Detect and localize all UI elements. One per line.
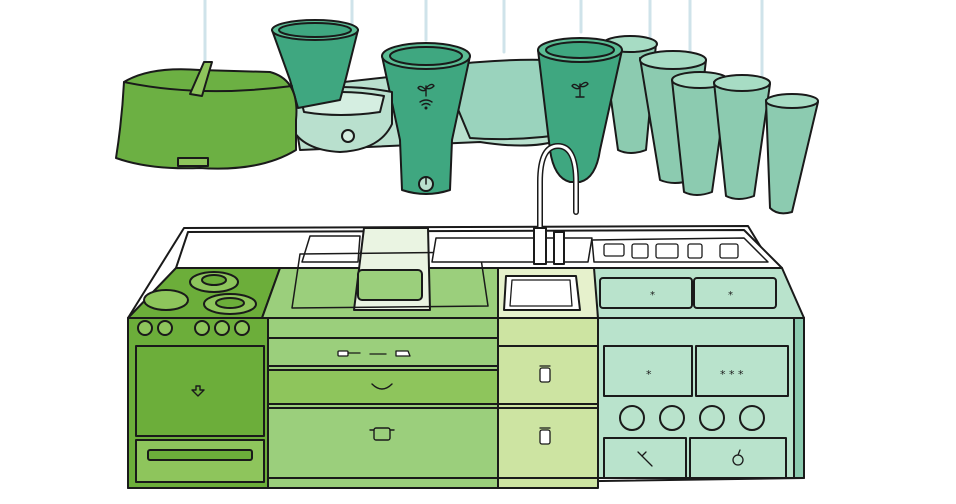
svg-text:*: *	[728, 290, 733, 301]
cold-label: *	[646, 368, 652, 381]
pot-drawer[interactable]	[267, 407, 499, 479]
hood-cone	[765, 96, 819, 215]
hood-funnel-green	[271, 19, 359, 109]
fridge-top-lid	[693, 277, 777, 309]
hood-cone-row	[602, 35, 819, 215]
burner	[143, 289, 189, 311]
fridge-drawer-right[interactable]	[695, 345, 789, 397]
oven-door[interactable]	[135, 345, 265, 437]
crisper-drawer-right[interactable]	[689, 437, 787, 479]
suspension-cables	[203, 0, 764, 82]
hood-handle	[177, 157, 209, 167]
cold-label: *	[650, 290, 655, 301]
kitchen-island: * *	[127, 143, 805, 489]
hood-cone	[713, 78, 771, 200]
sprout-icon	[417, 83, 435, 97]
island-side	[793, 317, 805, 479]
cooktop-burners	[143, 271, 257, 315]
pot-icon	[369, 427, 395, 441]
bowl-drawer[interactable]	[267, 369, 499, 405]
oven-knobs	[137, 320, 250, 336]
jar-icon	[539, 365, 551, 383]
fridge-drawer-left[interactable]	[603, 345, 693, 397]
utensils-icon	[337, 350, 411, 357]
apple-icon	[732, 449, 744, 466]
crisper-drawer-left[interactable]	[603, 437, 687, 479]
sprout-icon	[571, 81, 589, 98]
hood-cone-rim	[639, 50, 707, 70]
suspended-hoods	[115, 19, 819, 215]
hood-teal-middle	[381, 42, 471, 195]
hood-cone-rim	[765, 93, 819, 109]
fridge-vents	[619, 405, 765, 431]
hood-green-bag	[115, 61, 298, 170]
sink-basin	[503, 275, 581, 311]
hood-cone-rim	[713, 74, 771, 92]
prep-fixtures	[291, 227, 489, 311]
jar-icon	[539, 427, 551, 445]
wifi-icon	[419, 99, 433, 110]
cold-top-fixtures: * *	[591, 237, 777, 309]
fridge-top-lid	[599, 277, 693, 309]
flame-down-icon	[191, 385, 205, 397]
bowl-icon	[371, 383, 393, 390]
cold-label: * * *	[720, 368, 744, 381]
carrot-icon	[637, 451, 653, 467]
prep-tray	[357, 269, 423, 301]
hood-teal-right	[537, 37, 623, 183]
hood-knob	[341, 129, 355, 143]
utensil-drawer[interactable]	[267, 337, 499, 367]
sink	[431, 143, 593, 311]
